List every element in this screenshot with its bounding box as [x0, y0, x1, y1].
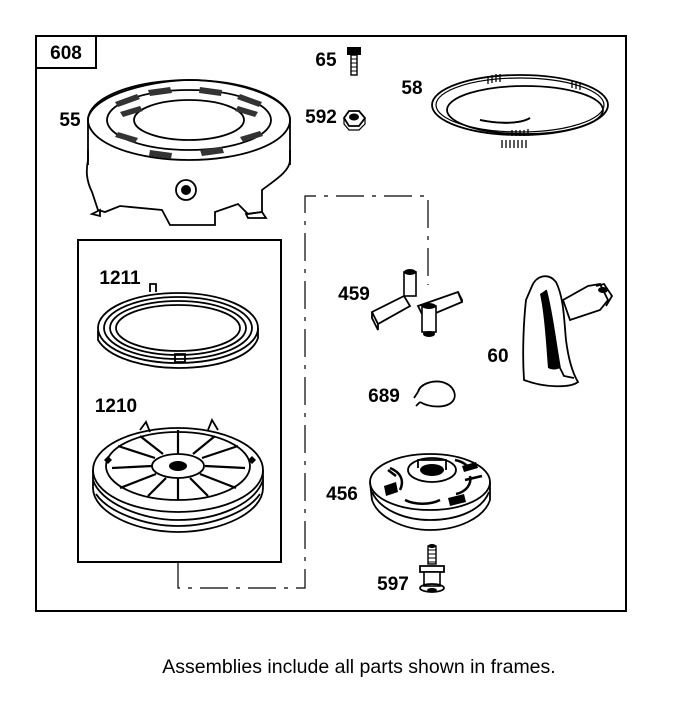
- starter-handle-part: [522, 275, 614, 388]
- recoil-spring-part: [97, 283, 259, 369]
- rope-part: [431, 74, 609, 148]
- frame-label-box: [35, 35, 97, 69]
- screw-part: [347, 47, 361, 76]
- part-label-58: 58: [401, 78, 422, 99]
- frame-label-608: 608: [50, 43, 82, 64]
- main-frame: [35, 35, 627, 612]
- blower-housing-part: [85, 79, 291, 226]
- pulley-part: [92, 417, 264, 533]
- assemblies-caption: Assemblies include all parts shown in fr…: [162, 656, 555, 678]
- connector-lines: [177, 195, 429, 589]
- dog-part: [370, 269, 464, 337]
- inner-frame: [77, 239, 282, 563]
- part-label-456: 456: [326, 484, 358, 505]
- retainer-ring-part: [413, 380, 456, 408]
- part-label-689: 689: [368, 386, 400, 407]
- pivot-screw-part: [419, 544, 445, 593]
- part-label-55: 55: [59, 110, 81, 131]
- nut-part: [342, 110, 367, 131]
- part-label-597: 597: [377, 574, 409, 595]
- part-label-592: 592: [305, 107, 337, 128]
- part-label-65: 65: [315, 50, 337, 71]
- part-label-459: 459: [338, 284, 370, 305]
- part-label-1211: 1211: [99, 268, 141, 289]
- part-label-1210: 1210: [95, 396, 137, 417]
- ratchet-part: [369, 453, 491, 531]
- part-label-60: 60: [487, 346, 508, 367]
